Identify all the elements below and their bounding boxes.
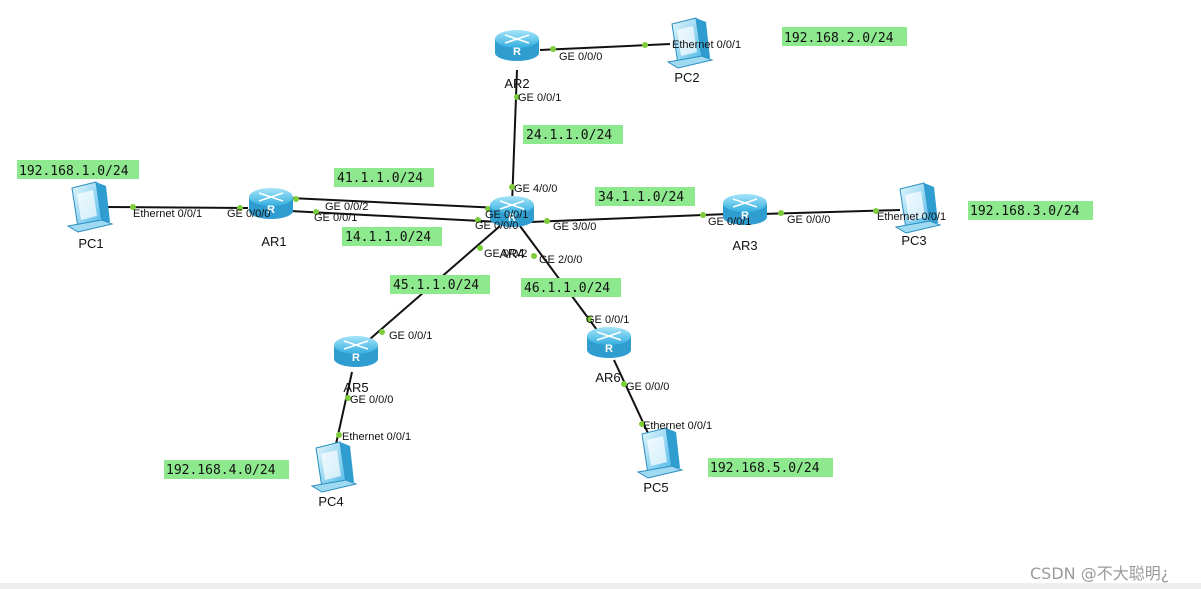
bottom-strip	[0, 583, 1201, 589]
port-label: GE 0/0/2	[484, 248, 527, 260]
port-label: Ethernet 0/0/1	[877, 211, 946, 223]
svg-text:45.1.1.0/24: 45.1.1.0/24	[393, 278, 479, 293]
link-ar6-pc5	[613, 359, 655, 447]
port-label: GE 0/0/0	[787, 214, 830, 226]
router-ar2[interactable]	[494, 29, 540, 62]
port-label: GE 0/0/1	[389, 330, 432, 342]
port-label: GE 0/0/0	[559, 51, 602, 63]
port-dot	[336, 432, 342, 438]
port-dot	[514, 94, 520, 100]
device-label: AR1	[261, 234, 286, 249]
pc-pc3[interactable]	[895, 182, 941, 234]
device-label: AR5	[343, 380, 368, 395]
svg-text:192.168.3.0/24: 192.168.3.0/24	[970, 204, 1080, 219]
network-label-192-168-1: 192.168.1.0/24	[17, 160, 139, 179]
port-dot	[475, 217, 481, 223]
port-label: Ethernet 0/0/1	[643, 420, 712, 432]
pc-pc4[interactable]	[311, 441, 357, 493]
link-ar1-ar4-14	[289, 210, 501, 223]
network-label-46-1-1: 46.1.1.0/24	[521, 278, 621, 297]
device-label: PC3	[901, 233, 926, 248]
port-label: Ethernet 0/0/1	[133, 208, 202, 220]
svg-text:192.168.2.0/24: 192.168.2.0/24	[784, 31, 894, 46]
link-ar1-ar4-41	[289, 197, 501, 209]
device-label: PC2	[674, 70, 699, 85]
device-label: PC4	[318, 494, 343, 509]
network-label-192-168-3: 192.168.3.0/24	[968, 201, 1093, 220]
network-label-14-1-1: 14.1.1.0/24	[342, 227, 442, 246]
port-dot	[379, 329, 385, 335]
port-dot	[639, 421, 645, 427]
port-dot	[778, 210, 784, 216]
pc-pc5[interactable]	[637, 427, 683, 479]
port-label: GE 0/0/1	[518, 92, 561, 104]
port-labels: Ethernet 0/0/1 GE 0/0/0 GE 0/0/2 GE 0/0/…	[133, 39, 946, 443]
svg-text:34.1.1.0/24: 34.1.1.0/24	[598, 190, 684, 205]
port-dot	[293, 196, 299, 202]
link-ar2-pc2	[539, 43, 671, 51]
port-dot	[130, 204, 136, 210]
device-label: PC1	[78, 236, 103, 251]
port-label: GE 4/0/0	[514, 183, 557, 195]
svg-text:46.1.1.0/24: 46.1.1.0/24	[524, 281, 610, 296]
port-dot	[621, 381, 627, 387]
link-pc1-ar1	[103, 206, 249, 209]
device-label: AR4	[499, 246, 524, 261]
network-label-41-1-1: 41.1.1.0/24	[334, 168, 434, 187]
port-label: GE 0/0/0	[475, 220, 518, 232]
port-dot	[531, 253, 537, 259]
port-label: GE 3/0/0	[553, 221, 596, 233]
router-ar5[interactable]	[333, 335, 379, 368]
port-label: GE 0/0/0	[227, 208, 270, 220]
port-dot	[313, 209, 319, 215]
watermark: CSDN @不大聪明¿	[1030, 564, 1170, 583]
network-label-45-1-1: 45.1.1.0/24	[390, 275, 490, 294]
svg-text:24.1.1.0/24: 24.1.1.0/24	[526, 128, 612, 143]
port-label: GE 0/0/1	[708, 216, 751, 228]
link-ar4-ar3	[529, 213, 729, 223]
port-dot	[642, 42, 648, 48]
router-ar6[interactable]	[586, 326, 632, 359]
port-label: GE 0/0/1	[314, 212, 357, 224]
device-labels: AR1 AR2 AR3 AR4 AR5 AR6 PC1 PC2 PC3 PC4 …	[78, 70, 926, 509]
svg-text:14.1.1.0/24: 14.1.1.0/24	[345, 230, 431, 245]
port-label: Ethernet 0/0/1	[672, 39, 741, 51]
port-dot	[485, 206, 491, 212]
network-label-192-168-2: 192.168.2.0/24	[782, 27, 907, 46]
port-dot	[345, 395, 351, 401]
network-label-192-168-5: 192.168.5.0/24	[708, 458, 833, 477]
network-label-24-1-1: 24.1.1.0/24	[523, 125, 623, 144]
port-label: GE 0/0/1	[485, 209, 528, 221]
port-label: GE 0/0/2	[325, 201, 368, 213]
svg-text:41.1.1.0/24: 41.1.1.0/24	[337, 171, 423, 186]
port-dot	[509, 184, 515, 190]
port-dot	[237, 205, 243, 211]
port-dot	[873, 208, 879, 214]
port-label: GE 0/0/0	[626, 381, 669, 393]
svg-text:192.168.1.0/24: 192.168.1.0/24	[19, 164, 129, 179]
port-dot	[544, 218, 550, 224]
port-label: Ethernet 0/0/1	[342, 431, 411, 443]
port-dot	[700, 212, 706, 218]
link-ar2-ar4	[511, 69, 518, 206]
port-dot	[550, 46, 556, 52]
device-label: AR6	[595, 370, 620, 385]
network-label-34-1-1: 34.1.1.0/24	[595, 187, 695, 206]
device-label: AR3	[732, 238, 757, 253]
device-label: PC5	[643, 480, 668, 495]
port-dots	[130, 42, 879, 438]
port-label: GE 2/0/0	[539, 254, 582, 266]
svg-text:192.168.5.0/24: 192.168.5.0/24	[710, 461, 820, 476]
network-label-192-168-4: 192.168.4.0/24	[164, 460, 289, 479]
port-label: GE 0/0/1	[586, 314, 629, 326]
device-label: AR2	[504, 76, 529, 91]
port-label: GE 0/0/0	[350, 394, 393, 406]
port-dot	[477, 245, 483, 251]
port-dot	[586, 316, 592, 322]
pc-pc1[interactable]	[67, 181, 113, 233]
svg-text:192.168.4.0/24: 192.168.4.0/24	[166, 463, 276, 478]
